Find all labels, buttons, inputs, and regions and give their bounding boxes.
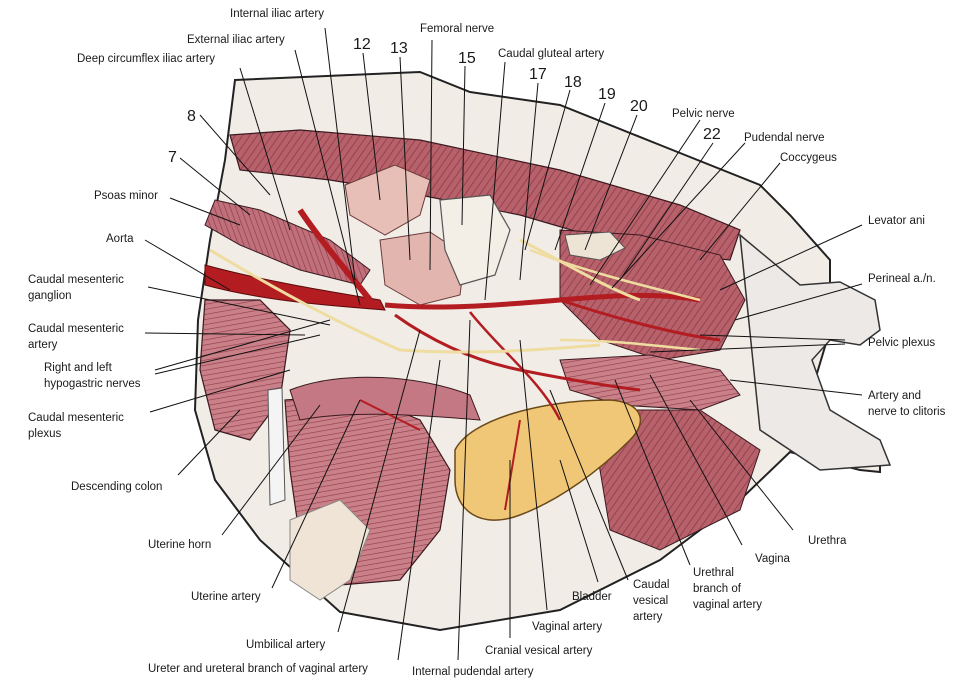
label-levator-ani: Levator ani (868, 215, 925, 227)
label-caudal-mesenteric-artery-1: Caudal mesenteric (28, 323, 124, 335)
internal-pudendal-vessel (559, 298, 721, 342)
number-22: 22 (703, 126, 721, 143)
number-12: 12 (353, 36, 371, 53)
vaginal-artery-vessel (469, 311, 562, 421)
label-pelvic-plexus: Pelvic plexus (868, 337, 935, 349)
label-psoas-minor: Psoas minor (94, 190, 158, 202)
label-external-iliac-artery: External iliac artery (187, 34, 285, 46)
label-caudal-mesenteric-plexus-2: plexus (28, 428, 61, 440)
label-bladder: Bladder (572, 591, 612, 603)
label-perineal: Perineal a./n. (868, 273, 936, 285)
label-internal-iliac-artery: Internal iliac artery (230, 8, 324, 20)
pudendal-nerve-fiber (529, 248, 701, 302)
number-19: 19 (598, 86, 616, 103)
label-urethra: Urethra (808, 535, 847, 547)
label-caudal-vesical-1: Caudal (633, 579, 669, 591)
uterine-artery-vessel (394, 313, 641, 392)
label-caudal-vesical-2: vesical (633, 595, 668, 607)
hypogastric-nerves (209, 248, 601, 354)
pelvic-plexus-fiber (559, 338, 701, 352)
label-deep-circumflex-iliac-artery: Deep circumflex iliac artery (77, 53, 215, 65)
label-uterine-horn: Uterine horn (148, 539, 211, 551)
label-femoral-nerve: Femoral nerve (420, 23, 494, 35)
sacrum-bone (344, 164, 431, 236)
label-hypogastric-2: hypogastric nerves (44, 378, 141, 390)
fat-tissue (289, 499, 371, 601)
label-vagina: Vagina (755, 553, 791, 565)
leader-lines (144, 27, 863, 661)
label-internal-pudendal-artery: Internal pudendal artery (412, 666, 534, 678)
label-coccygeus: Coccygeus (780, 152, 837, 164)
ilium-bone (439, 194, 511, 286)
label-caudal-mesenteric-ganglion-2: ganglion (28, 290, 71, 302)
vagina-body (559, 354, 741, 411)
label-caudal-mesenteric-ganglion-1: Caudal mesenteric (28, 274, 124, 286)
label-umbilical-artery: Umbilical artery (246, 639, 325, 651)
retractor (267, 387, 286, 506)
label-urethral-branch-3: vaginal artery (693, 599, 762, 611)
number-20: 20 (630, 98, 648, 115)
number-8: 8 (187, 108, 196, 125)
coccygeal-bone (564, 231, 626, 261)
number-7: 7 (168, 149, 177, 166)
label-aorta: Aorta (106, 233, 134, 245)
pelvic-floor-muscle (589, 409, 761, 551)
number-13: 13 (390, 40, 408, 57)
internal-iliac-vessel (384, 292, 701, 310)
label-hypogastric-1: Right and left (44, 362, 113, 374)
label-cranial-vesical-artery: Cranial vesical artery (485, 645, 593, 657)
pelvic-nerve-fiber (519, 238, 641, 302)
number-18: 18 (564, 74, 582, 91)
number-17: 17 (529, 66, 547, 83)
label-urethral-branch-2: branch of (693, 583, 742, 595)
label-caudal-mesenteric-artery-2: artery (28, 339, 58, 351)
cranial-vesical-vessel (504, 419, 521, 511)
label-pelvic-nerve: Pelvic nerve (672, 108, 735, 120)
label-caudal-mesenteric-plexus-1: Caudal mesenteric (28, 412, 124, 424)
label-vaginal-artery: Vaginal artery (532, 621, 602, 633)
tail-skin-flap (739, 233, 892, 471)
label-urethral-branch-1: Urethral (693, 567, 734, 579)
label-descending-colon: Descending colon (71, 481, 162, 493)
external-iliac-vessel (297, 208, 373, 302)
label-artery-nerve-clitoris-2: nerve to clitoris (868, 406, 946, 418)
number-15: 15 (458, 50, 476, 67)
label-caudal-gluteal-artery: Caudal gluteal artery (498, 48, 604, 60)
label-uterine-artery: Uterine artery (191, 591, 261, 603)
uterine-horn-body (289, 376, 481, 421)
umbilical-vessel (359, 399, 421, 431)
label-pudendal-nerve: Pudendal nerve (744, 132, 825, 144)
label-caudal-vesical-3: artery (633, 611, 663, 623)
label-artery-nerve-clitoris-1: Artery and (868, 390, 921, 402)
label-ureter: Ureter and ureteral branch of vaginal ar… (148, 663, 368, 675)
